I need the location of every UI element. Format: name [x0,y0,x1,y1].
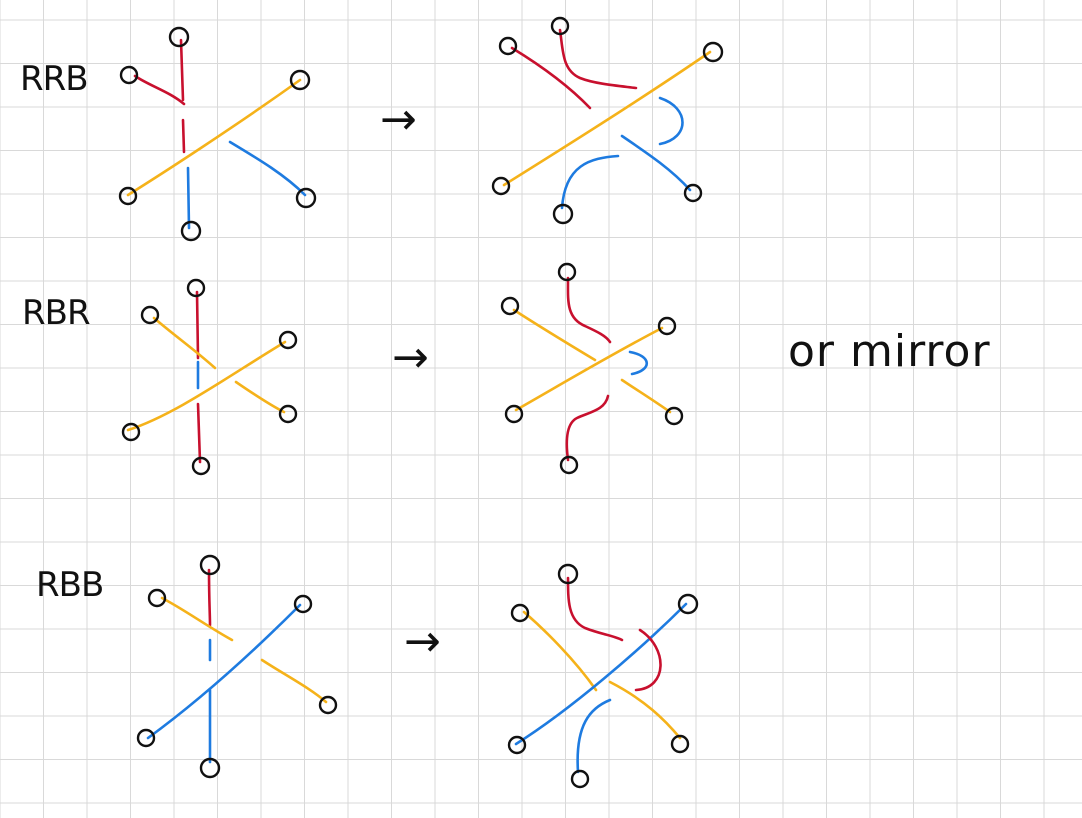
endpoint-ring [191,456,211,476]
blue-strand [620,134,692,192]
endpoint-ring [293,594,313,614]
endpoint-ring [199,757,221,779]
yellow-strand [522,610,598,692]
endpoint-ring [664,406,684,426]
endpoint-ring [557,262,577,282]
endpoint-ring [278,404,298,424]
endpoint-ring [657,316,677,336]
blue-strand [576,698,612,774]
red-strand [566,276,612,344]
red-strand [195,290,200,360]
endpoint-ring [570,769,590,789]
arrow-row-2: → [392,332,429,383]
endpoint-ring [168,26,190,48]
red-strand [179,38,186,154]
endpoint-ring [119,65,139,85]
diagram-rbb-after [507,563,699,789]
red-strand [133,74,186,106]
red-strand [566,576,624,642]
endpoint-ring [677,593,699,615]
endpoint-ring [557,563,579,585]
row-label-rrb: RRB [20,59,88,99]
blue-strand [146,603,302,740]
endpoint-ring [702,41,724,63]
red-strand [510,46,592,110]
yellow-strand [502,50,712,187]
row-label-rbr: RBR [22,293,90,333]
diagram-rrb-before [118,26,317,242]
endpoint-ring [147,588,167,608]
yellow-strand [126,340,287,432]
endpoint-ring [186,278,206,298]
yellow-strand [160,596,234,642]
endpoint-ring [550,16,570,36]
endpoint-ring [498,36,518,56]
red-strand [634,628,662,692]
endpoint-ring [295,187,317,209]
yellow-strand [620,378,672,414]
arrow-row-1: → [380,94,417,145]
endpoint-ring [118,186,138,206]
diagram-rrb-after [491,16,724,225]
yellow-strand [152,316,217,370]
endpoint-ring [199,554,221,576]
yellow-strand [260,658,328,704]
endpoint-ring [500,296,520,316]
endpoint-ring [136,728,156,748]
endpoint-ring [670,734,690,754]
endpoint-ring [278,330,298,350]
row-label-rbb: RBB [36,565,103,605]
endpoint-ring [510,603,530,623]
mirror-note: or mirror [788,326,991,377]
endpoint-ring [140,305,160,325]
blue-strand [628,350,649,376]
red-strand [196,402,202,464]
red-strand [565,394,610,462]
blue-strand [186,166,191,230]
blue-strand [658,96,684,146]
blue-strand [228,140,307,197]
blue-strand [560,154,620,210]
yellow-strand [234,380,286,414]
endpoint-ring [507,735,527,755]
blue-strand [514,602,688,746]
yellow-strand [126,78,302,197]
yellow-strand [608,680,682,740]
red-strand [558,28,638,90]
endpoint-ring [491,176,511,196]
endpoint-ring [683,183,703,203]
endpoint-ring [552,203,574,225]
endpoint-ring [504,404,524,424]
yellow-strand [514,326,664,412]
endpoint-ring [559,455,579,475]
red-strand [207,568,212,627]
endpoint-ring [180,220,202,242]
diagram-rbr-after [500,262,684,475]
diagram-rbr-before [121,278,298,476]
endpoint-ring [121,422,141,442]
endpoint-ring [318,695,338,715]
arrow-row-3: → [404,616,441,667]
yellow-strand [512,308,597,362]
endpoint-ring [289,69,311,91]
diagram-rbb-before [136,554,338,779]
